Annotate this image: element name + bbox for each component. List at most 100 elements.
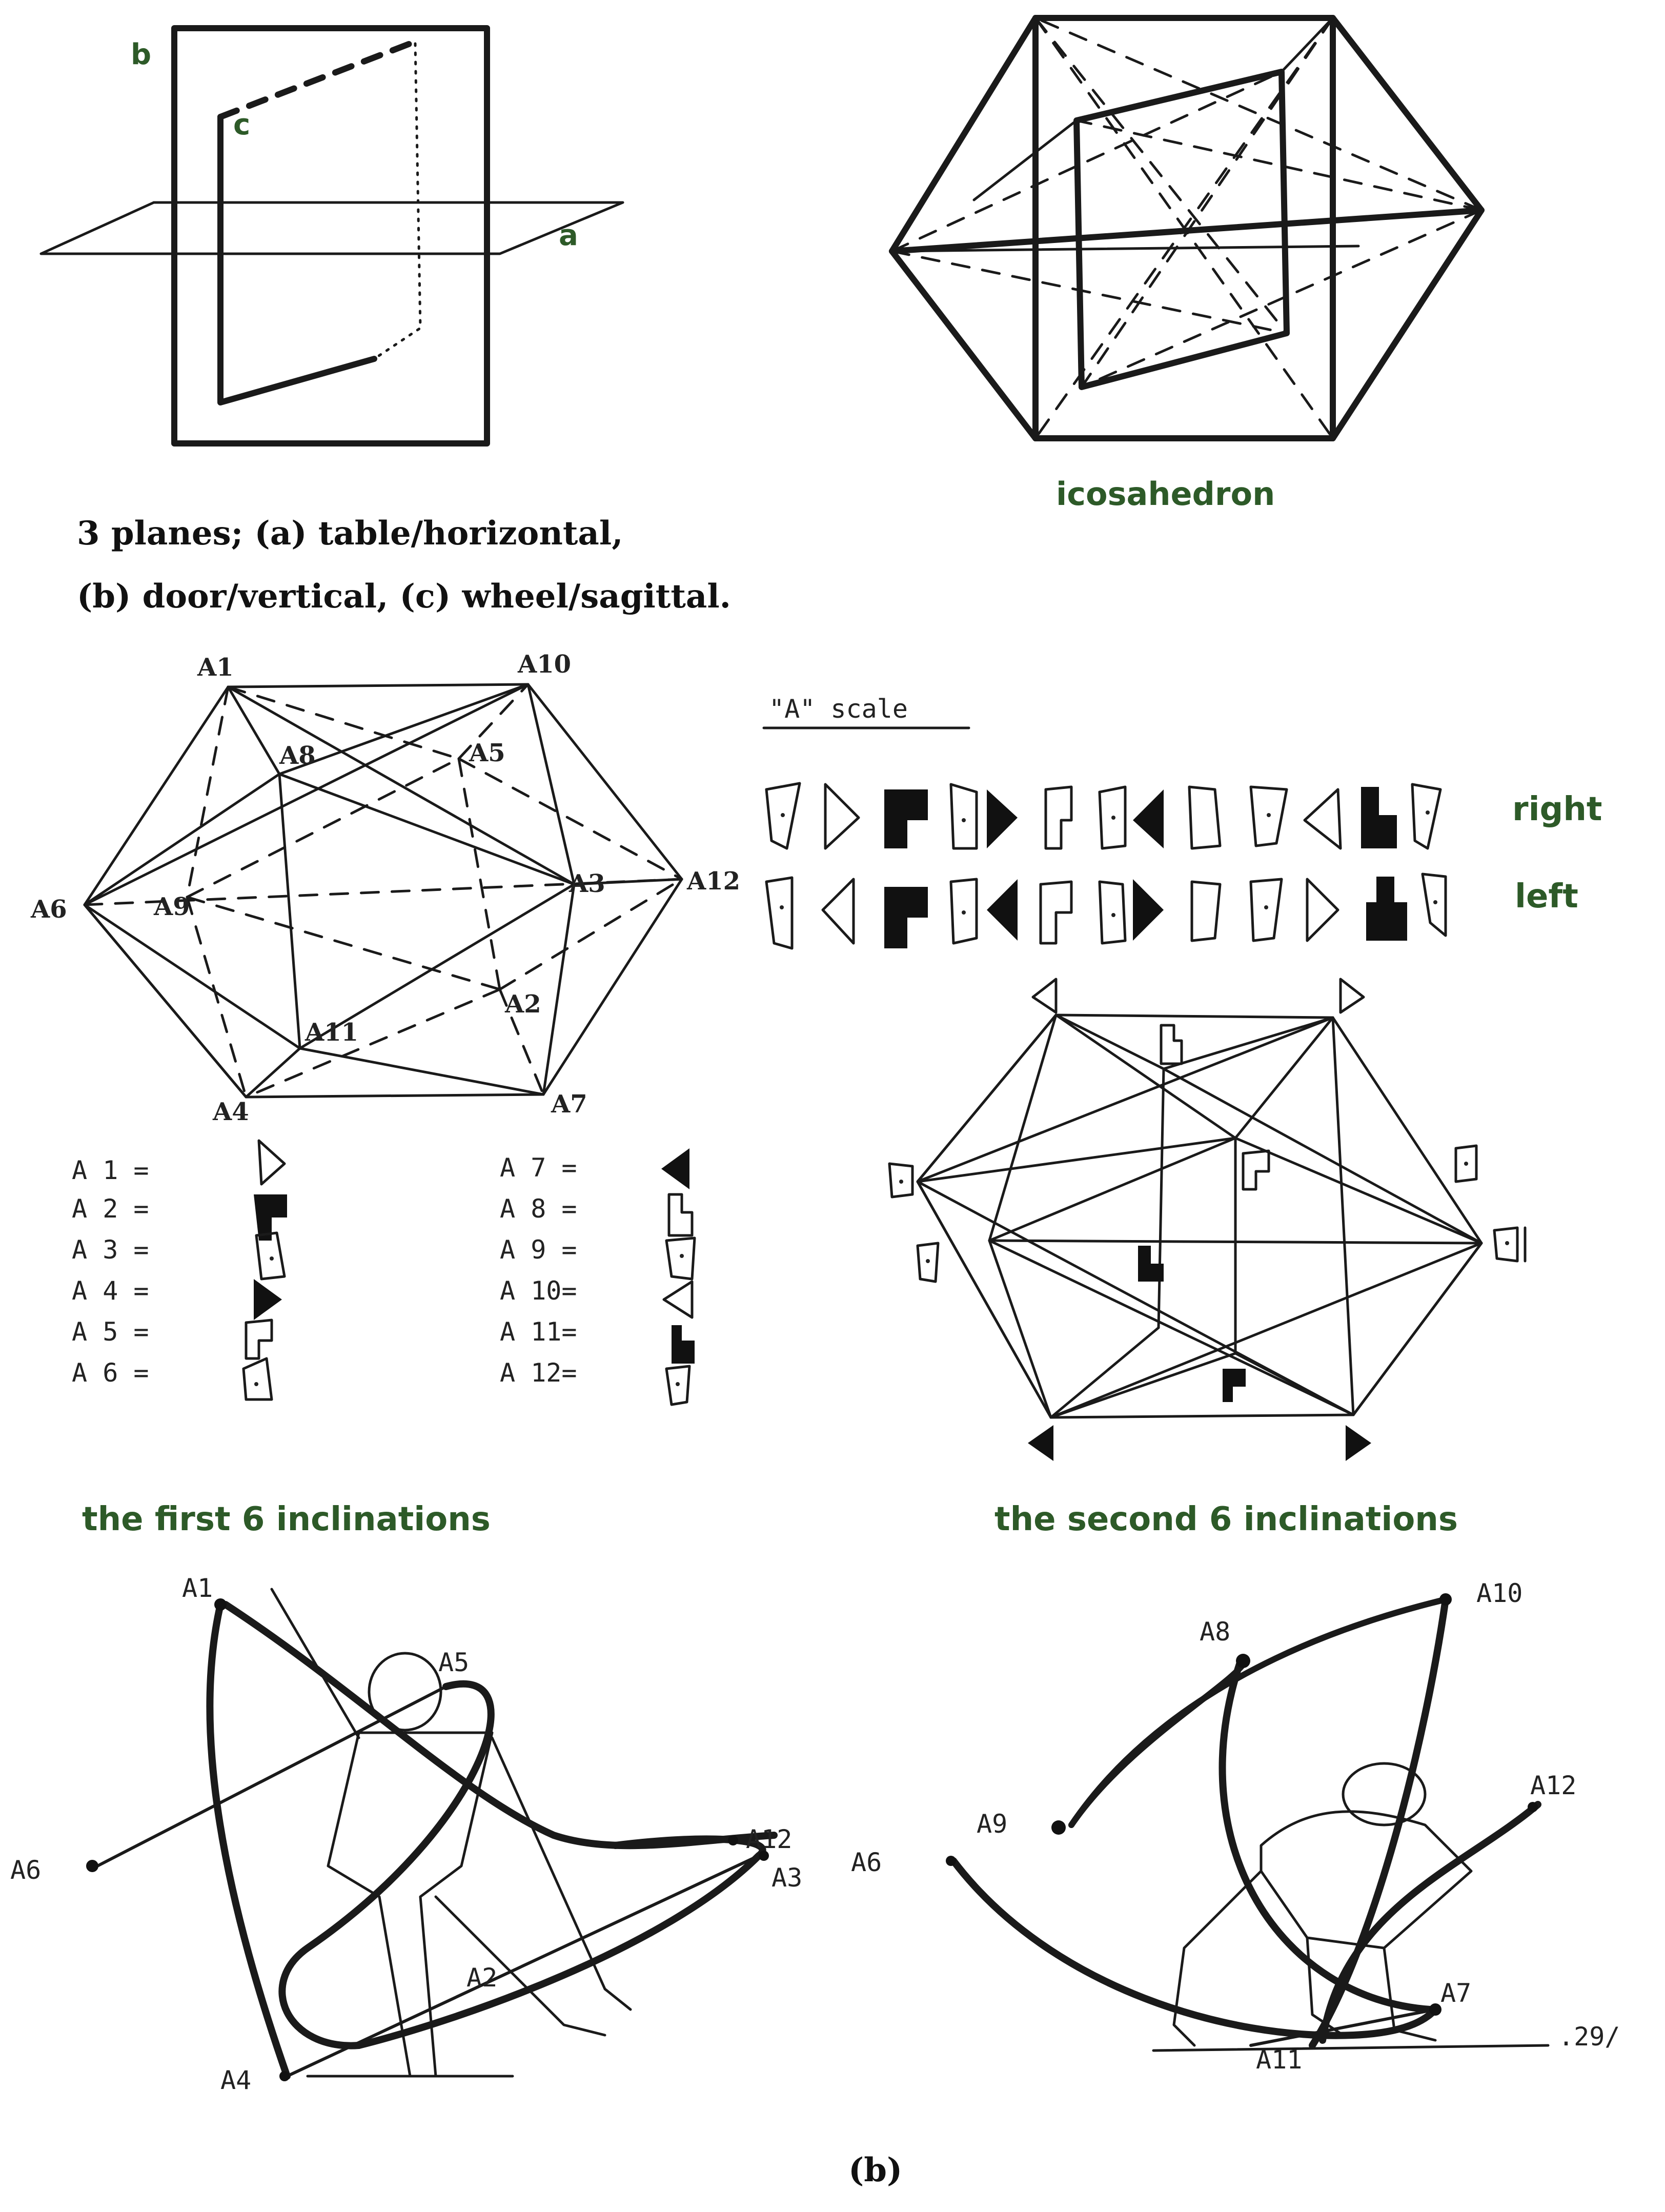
- sign-quad-hatched: [1188, 785, 1222, 850]
- a-scale-title: "A" scale: [769, 694, 908, 724]
- sign-quad-dot: [1411, 783, 1442, 850]
- legend-a1: A 1 =: [72, 1155, 149, 1185]
- edge: [1034, 16, 1334, 440]
- legend-sign-a1: [257, 1139, 286, 1186]
- trace-a9-a8: [1068, 1658, 1249, 1828]
- legend-sign-a2: [254, 1194, 287, 1241]
- vertex-label-a2: A2: [504, 990, 541, 1019]
- sign-right-upper: [1454, 1144, 1478, 1183]
- vertex-label-a9: A9: [153, 892, 190, 921]
- trace-a11-a7: [1249, 2008, 1437, 2047]
- edge: [1331, 209, 1483, 440]
- edge: [1162, 1016, 1334, 1070]
- edge: [1157, 1067, 1165, 1329]
- dot: [1264, 905, 1268, 909]
- label-b: b: [131, 38, 151, 71]
- dot: [926, 1259, 930, 1263]
- edge: [1034, 16, 1288, 335]
- fig2-label-page-ref: .29/: [1558, 2022, 1620, 2052]
- dot: [1267, 813, 1271, 817]
- trace-a1-a12: [222, 1601, 778, 1850]
- dot: [962, 910, 966, 915]
- edge: [890, 245, 1360, 253]
- edge: [457, 683, 530, 760]
- edge: [1080, 16, 1334, 389]
- dot: [676, 1382, 680, 1386]
- heading-first-inclinations: the first 6 inclinations: [82, 1500, 491, 1538]
- vertex-label-a11: A11: [304, 1018, 358, 1047]
- trace-a5-loop: [278, 1680, 495, 2049]
- edge: [457, 757, 683, 881]
- legend-sign-a6: [242, 1357, 273, 1401]
- three-planes-diagram: b c a: [39, 25, 624, 447]
- vertex-label-a6: A6: [30, 895, 67, 924]
- label-a: a: [559, 219, 578, 252]
- dot: [270, 1256, 274, 1261]
- sign-triangle-hatched-left: [821, 878, 855, 945]
- legend-a11: A 11=: [500, 1317, 577, 1347]
- point: [86, 1860, 98, 1872]
- sign-block-solid: [884, 789, 928, 848]
- trace-a12-a11: [1319, 1801, 1541, 2044]
- legend-sign-a4: [254, 1279, 282, 1320]
- sign-bottom-left: [1028, 1425, 1053, 1461]
- label-c: c: [233, 108, 250, 141]
- edge: [1234, 1137, 1483, 1245]
- edge: [227, 685, 576, 886]
- fig1-label-a6: A6: [10, 1855, 41, 1885]
- edge: [988, 1239, 1483, 1245]
- edge: [1049, 1242, 1483, 1419]
- fig1-label-a1: A1: [182, 1573, 213, 1603]
- sign-upper-center: [1160, 1024, 1183, 1065]
- dot: [1111, 816, 1115, 820]
- fig1-label-a4: A4: [220, 2065, 251, 2095]
- second-inclinations-figure: A10 A8 A12 A9 A6 A7 A11 .29/: [851, 1578, 1620, 2075]
- a-scale-right-label: right: [1512, 790, 1602, 828]
- point: [728, 1835, 738, 1845]
- edge: [1234, 1016, 1334, 1140]
- a-scale-right-row: [765, 782, 1442, 850]
- edge: [1054, 1013, 1237, 1140]
- fig1-label-a12: A12: [746, 1824, 792, 1854]
- trace-a3-loop: [355, 1835, 766, 2049]
- sign-quad-dot: [1249, 878, 1283, 942]
- edge: [186, 685, 230, 899]
- edge: [972, 119, 1078, 201]
- fig2-label-a9: A9: [977, 1809, 1007, 1839]
- trace-a9-a10: [1068, 1596, 1449, 1828]
- sign-triangle-hatched: [1306, 878, 1339, 942]
- legend-a3: A 3 =: [72, 1235, 149, 1265]
- point: [759, 1851, 769, 1861]
- dot: [1505, 1241, 1509, 1245]
- point: [1429, 2003, 1441, 2016]
- sign-top-right: [1339, 978, 1365, 1014]
- dot: [1111, 913, 1115, 917]
- sign-triangle-solid-left: [1133, 789, 1164, 848]
- fig2-label-a6: A6: [851, 1848, 882, 1877]
- edge: [988, 1013, 1058, 1242]
- edge: [1034, 16, 1483, 212]
- sign-block-solid: [884, 887, 928, 948]
- fig2-label-a12: A12: [1530, 1771, 1576, 1800]
- legend-a2: A 2 =: [72, 1194, 149, 1224]
- edge: [916, 1013, 1058, 1183]
- plane-c-hidden: [373, 42, 422, 360]
- trace-a1-a4: [206, 1601, 291, 2080]
- sign-quad-dot: [765, 782, 801, 850]
- edge: [498, 988, 545, 1096]
- sign-quad-dot: [949, 878, 978, 945]
- point: [1236, 1654, 1250, 1668]
- plane-c-solid: [217, 114, 377, 405]
- sign-top-left: [1031, 978, 1058, 1014]
- vertex-label-a3: A3: [568, 869, 605, 898]
- first-inclinations-figure: A1 A5 A12 A3 A6 A2 A4: [10, 1573, 802, 2095]
- edge: [298, 883, 576, 1050]
- edge: [1075, 119, 1483, 212]
- sign-triangle-solid-left: [987, 879, 1018, 941]
- sign-quad-dot: [949, 783, 978, 850]
- edge: [457, 757, 501, 991]
- edge: [186, 757, 460, 899]
- fig2-label-a11: A11: [1256, 2045, 1302, 2075]
- edge: [890, 70, 1283, 253]
